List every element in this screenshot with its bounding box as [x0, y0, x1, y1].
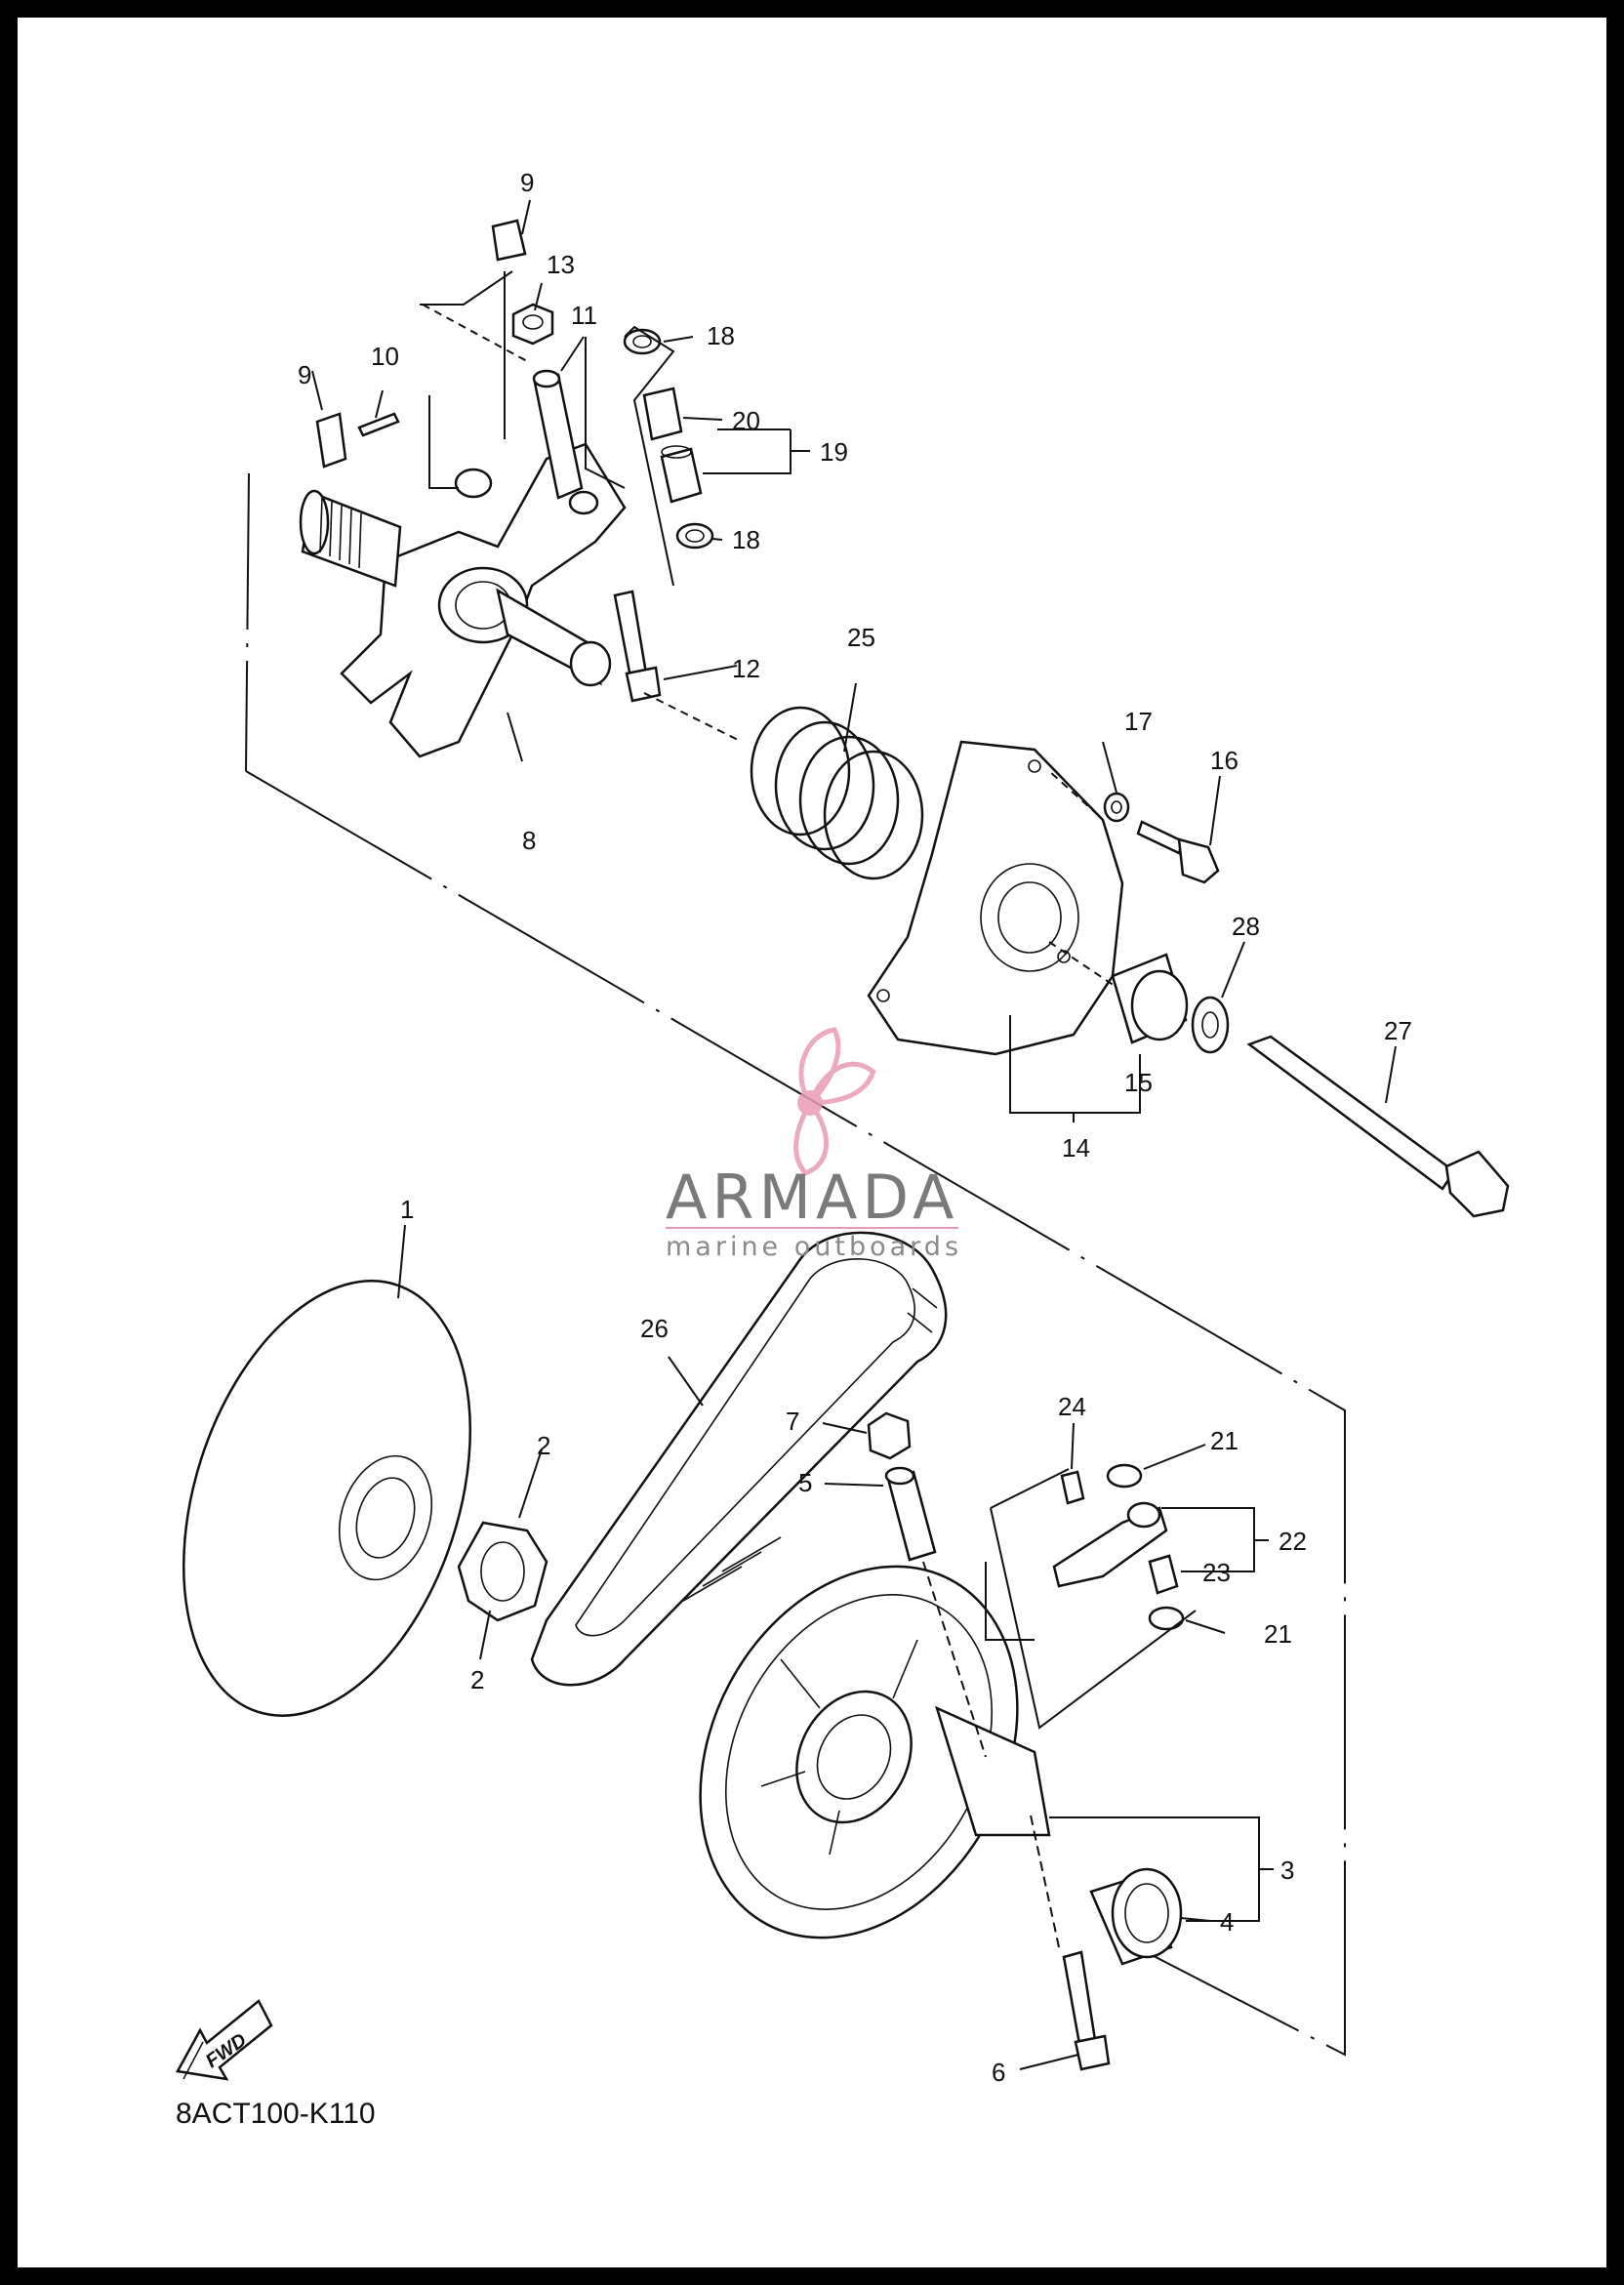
callout-1: 1: [400, 1195, 414, 1224]
part-3-movable-sheave: [699, 1565, 1051, 1939]
part-27-bolt: [1246, 1035, 1510, 1218]
part-9-weight-blocks: [315, 219, 527, 469]
callout-labels: 9 13 11 10 9 18 20 19 18 12 25 8 17 16 2…: [298, 168, 1412, 2087]
callout-22: 22: [1279, 1527, 1307, 1556]
part-7-nut: [867, 1411, 912, 1460]
callout-4: 4: [1220, 1907, 1234, 1937]
part-2-collar: [457, 1521, 548, 1622]
part-10-pin: [357, 412, 400, 437]
callout-12: 12: [732, 654, 760, 683]
callout-14: 14: [1062, 1133, 1090, 1163]
callout-27: 27: [1384, 1016, 1412, 1045]
group-outline-upper: [245, 472, 1346, 2057]
callout-21-top: 21: [1210, 1426, 1238, 1455]
callout-24: 24: [1058, 1392, 1086, 1421]
part-18-19-20-roller-set: [623, 328, 714, 550]
callout-10: 10: [371, 342, 399, 371]
callout-28: 28: [1232, 912, 1260, 941]
watermark-tagline: marine outboards: [666, 1232, 962, 1262]
drawing-code: 8ACT100-K110: [176, 2098, 376, 2130]
callout-18-top: 18: [707, 321, 735, 350]
callout-19: 19: [820, 437, 848, 467]
callout-18-bottom: 18: [732, 525, 760, 554]
callout-13: 13: [547, 250, 575, 279]
callout-8: 8: [522, 826, 536, 855]
callout-23: 23: [1202, 1558, 1231, 1587]
part-13-nut: [511, 303, 554, 346]
part-1-fixed-sheave: [182, 1280, 472, 1717]
part-16-bolt: [1136, 820, 1220, 884]
callout-20: 20: [732, 406, 760, 435]
part-21-24-slider-set: [1052, 1463, 1185, 1631]
callout-3: 3: [1280, 1856, 1294, 1885]
callout-6: 6: [992, 2058, 1005, 2087]
callout-9-top: 9: [520, 168, 534, 197]
part-6-bolt: [1062, 1950, 1111, 2071]
callout-16: 16: [1210, 746, 1238, 775]
callout-2-top: 2: [537, 1431, 550, 1460]
leader-lines: [311, 199, 1397, 2070]
callout-2-bottom: 2: [470, 1665, 484, 1694]
callout-9-left: 9: [298, 360, 311, 389]
callout-5: 5: [798, 1468, 812, 1497]
callout-7: 7: [786, 1407, 799, 1436]
callout-26: 26: [640, 1314, 669, 1343]
callout-15: 15: [1124, 1068, 1153, 1097]
watermark-logo-icon: [793, 1027, 876, 1176]
part-5-collar: [884, 1466, 937, 1562]
part-8-spider: [299, 442, 627, 758]
part-14-cover: [867, 740, 1124, 1056]
part-11-collar: [532, 369, 584, 500]
part-4-bushing: [1089, 1867, 1183, 1966]
part-25-spring: [750, 706, 924, 880]
callout-11: 11: [571, 301, 597, 330]
callout-25: 25: [847, 623, 875, 652]
part-15-bushing: [1111, 953, 1189, 1044]
part-28-washer: [1191, 996, 1230, 1054]
part-12-bolt: [613, 590, 662, 703]
part-17-washer: [1103, 792, 1130, 823]
callout-21-bottom: 21: [1264, 1619, 1292, 1649]
watermark-brand: ARMADA: [666, 1162, 958, 1233]
callout-17: 17: [1124, 707, 1153, 736]
part-26-belt: [530, 1231, 948, 1687]
